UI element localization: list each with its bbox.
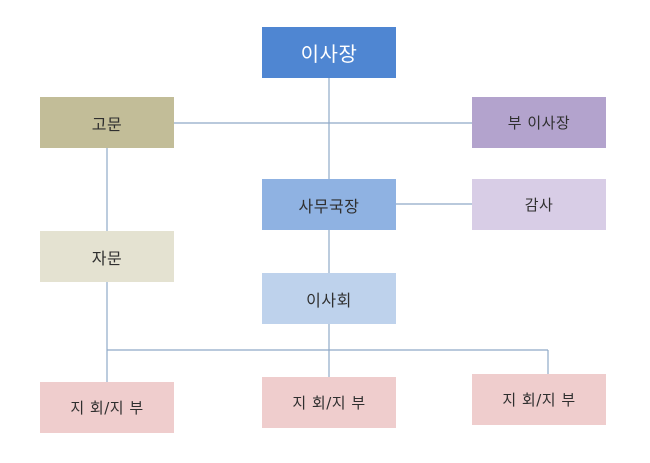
- chairman-box: 이사장: [262, 27, 396, 78]
- advisor-label: 고문: [91, 114, 123, 134]
- consultation-label: 자문: [91, 248, 123, 268]
- branch-label: 지 회/지 부: [502, 391, 576, 409]
- vice-chairman-label: 부 이사장: [507, 114, 571, 132]
- secretary-general-label: 사무국장: [298, 196, 360, 216]
- secretary-general-box: 사무국장: [262, 179, 396, 230]
- auditor-box: 감사: [472, 179, 606, 230]
- board-box: 이사회: [262, 273, 396, 324]
- branch-box: 지 회/지 부: [262, 377, 396, 428]
- branch-label: 지 회/지 부: [70, 399, 144, 417]
- board-label: 이사회: [306, 290, 352, 310]
- branch-label: 지 회/지 부: [292, 394, 366, 412]
- branch-box: 지 회/지 부: [40, 382, 174, 433]
- advisor-box: 고문: [40, 97, 174, 148]
- vice-chairman-box: 부 이사장: [472, 97, 606, 148]
- auditor-label: 감사: [524, 196, 554, 214]
- consultation-box: 자문: [40, 231, 174, 282]
- chairman-label: 이사장: [300, 42, 358, 66]
- branch-box: 지 회/지 부: [472, 374, 606, 425]
